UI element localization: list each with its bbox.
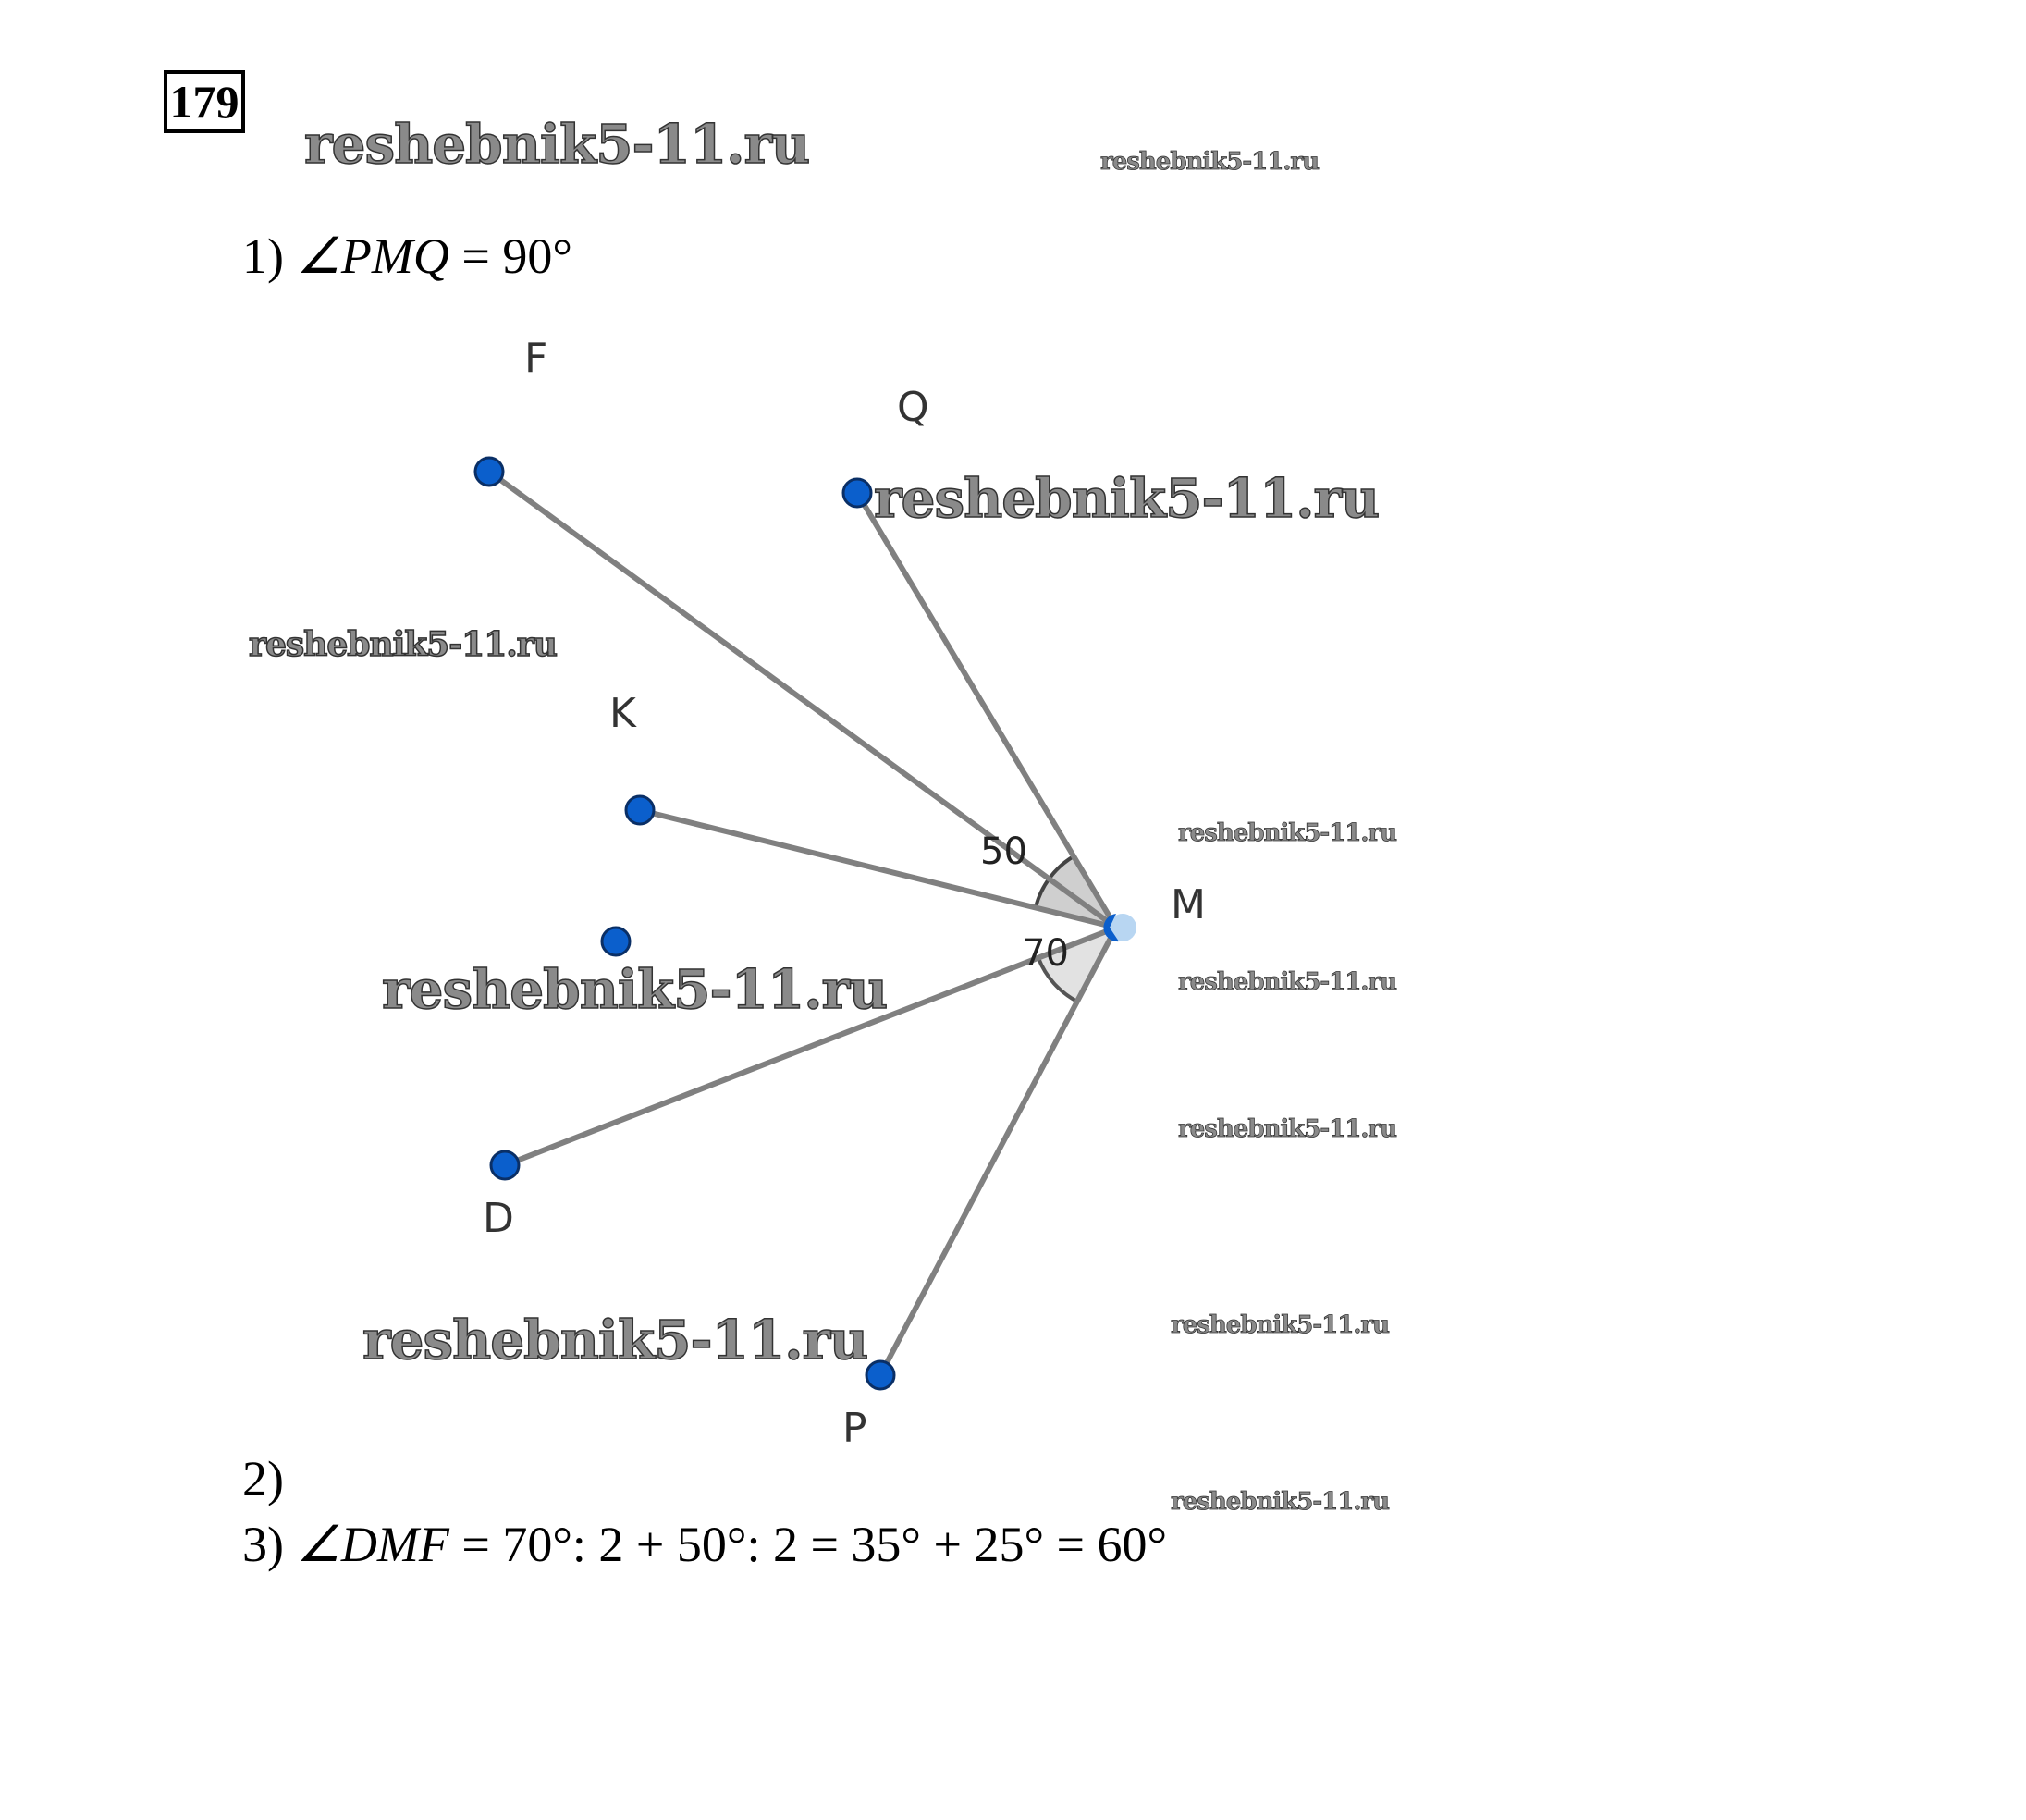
line-rest: = 90° [448, 228, 572, 284]
ray-MK [637, 807, 1119, 930]
label-D: D [483, 1195, 514, 1242]
point-M[interactable] [1109, 914, 1136, 941]
watermark: reshebnik5-11.ru [362, 1308, 869, 1372]
watermark: reshebnik5-11.ru [1178, 968, 1398, 997]
point-P[interactable] [865, 1359, 896, 1391]
answer-line-2: 2) [242, 1451, 284, 1506]
ray-MF [486, 469, 1119, 930]
label-P: P [842, 1405, 867, 1452]
angle-label-50: 50 [980, 830, 1027, 873]
point-K[interactable] [624, 794, 656, 826]
point-F[interactable] [473, 456, 505, 487]
angle-label-70: 70 [1022, 932, 1069, 975]
watermark: reshebnik5-11.ru [248, 624, 558, 665]
watermark: reshebnik5-11.ru [1171, 1488, 1391, 1517]
line-rest: = 70°: 2 + 50°: 2 = 35° + 25° = 60° [448, 1517, 1168, 1572]
label-M: M [1171, 881, 1206, 928]
angle-expression: ∠DMF [296, 1517, 449, 1572]
watermark: reshebnik5-11.ru [1171, 1311, 1391, 1340]
point-Q[interactable] [841, 477, 873, 509]
angle-expression: ∠PMQ [296, 228, 449, 284]
watermark: reshebnik5-11.ru [1100, 148, 1320, 177]
watermark: reshebnik5-11.ru [381, 957, 889, 1022]
point-M-edge [1103, 914, 1119, 942]
watermark: reshebnik5-11.ru [1178, 819, 1398, 848]
watermark: reshebnik5-11.ru [873, 466, 1381, 531]
ray-MQ [854, 490, 1119, 930]
watermark: reshebnik5-11.ru [1178, 1115, 1398, 1144]
line-prefix: 1) [242, 228, 297, 284]
label-K: K [609, 690, 636, 737]
point-D[interactable] [489, 1150, 521, 1181]
label-Q: Q [897, 384, 929, 431]
line-prefix: 3) [242, 1517, 297, 1572]
answer-line-1: 1) ∠PMQ = 90° [242, 227, 572, 285]
problem-number: 179 [164, 70, 245, 133]
answer-line-3: 3) ∠DMF = 70°: 2 + 50°: 2 = 35° + 25° = … [242, 1515, 1167, 1573]
ray-MP [878, 925, 1119, 1378]
ray-MD [502, 925, 1119, 1168]
watermark: reshebnik5-11.ru [303, 112, 811, 177]
point-extra[interactable] [600, 926, 632, 957]
label-F: F [524, 335, 548, 382]
